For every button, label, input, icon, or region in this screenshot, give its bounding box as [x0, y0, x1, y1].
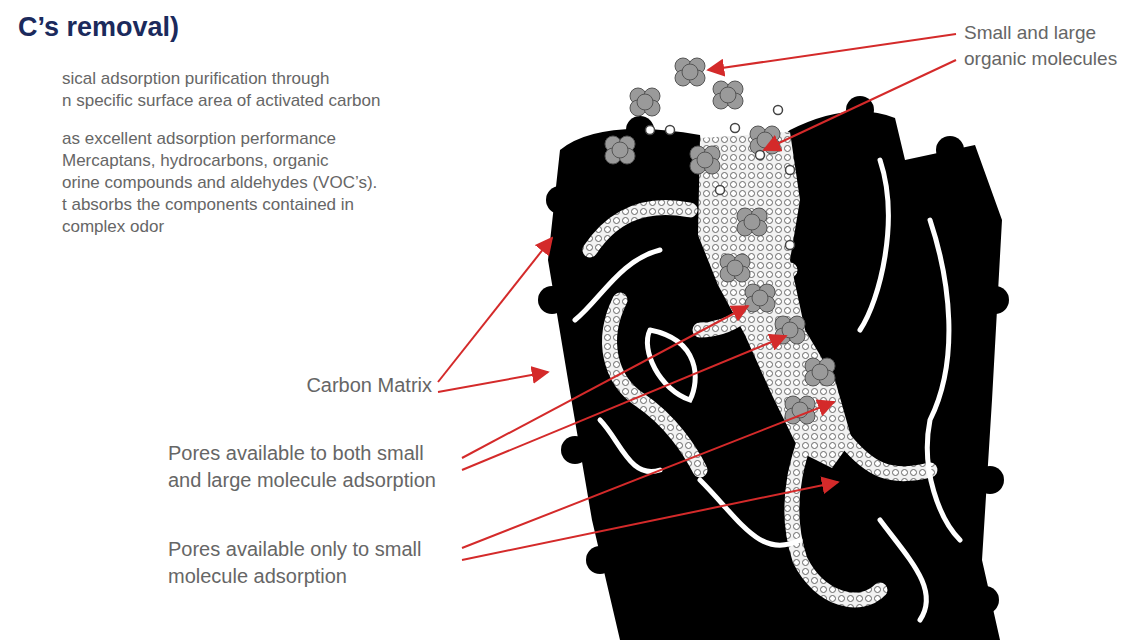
body-text: n specific surface area of activated car…: [62, 90, 380, 113]
carbon-edge: [971, 586, 999, 614]
body-text: orine compounds and aldehydes (VOC’s).: [62, 172, 377, 195]
leader-line: [764, 60, 956, 150]
large-molecule: [745, 284, 775, 312]
carbon-edge: [538, 286, 566, 314]
small-molecule: [646, 126, 655, 135]
body-text: complex odor: [62, 216, 164, 239]
small-molecule: [666, 126, 675, 135]
small-pore: [590, 207, 690, 250]
carbon-edge: [936, 136, 964, 164]
large-molecule: [737, 208, 767, 236]
large-molecule: [630, 88, 660, 116]
small-molecule: [786, 241, 795, 250]
pore-label: Pores available only to small molecule a…: [168, 536, 454, 590]
small-pore: [792, 400, 880, 600]
micro-pore: [860, 160, 888, 330]
leader-line: [462, 482, 838, 560]
carbon-edge: [981, 286, 1009, 314]
carbon-edge: [976, 466, 1004, 494]
molecule-label: Small and large organic molecules: [964, 20, 1138, 71]
large-pore: [698, 132, 852, 468]
leader-line: [708, 34, 956, 70]
carbon-edge: [546, 186, 574, 214]
body-text: sical adsorption purification through: [62, 68, 329, 91]
small-molecule: [756, 151, 765, 160]
leader-line: [438, 372, 548, 392]
body-text: Mercaptans, hydrocarbons, organic: [62, 150, 328, 173]
body-text: as excellent adsorption performance: [62, 128, 336, 151]
body-text: t absorbs the components contained in: [62, 194, 354, 217]
micro-pore: [927, 220, 960, 540]
carbon-edge: [586, 546, 614, 574]
small-pore: [610, 300, 700, 470]
small-pore: [845, 440, 930, 474]
matrix-label: Carbon Matrix: [306, 372, 432, 399]
large-molecule: [720, 254, 750, 282]
micro-pore: [600, 420, 660, 472]
micro-pore: [880, 520, 926, 620]
small-molecule: [774, 106, 783, 115]
large-molecule: [713, 81, 743, 109]
large-molecule: [805, 358, 835, 386]
leader-line: [462, 402, 834, 548]
large-molecule: [605, 136, 635, 164]
small-molecule: [716, 186, 725, 195]
micro-pore: [575, 250, 660, 320]
leader-line: [462, 306, 748, 458]
carbon-edge: [561, 436, 589, 464]
small-molecule: [786, 166, 795, 175]
large-molecule: [690, 146, 720, 174]
title: C’s removal): [18, 12, 179, 43]
large-molecule: [675, 58, 705, 86]
leader-line: [462, 336, 786, 470]
large-molecule: [775, 316, 805, 344]
leader-line: [438, 238, 552, 382]
micro-pore: [700, 480, 800, 545]
pore-label: Pores available to both small and large …: [168, 440, 454, 494]
small-molecule: [731, 124, 740, 133]
